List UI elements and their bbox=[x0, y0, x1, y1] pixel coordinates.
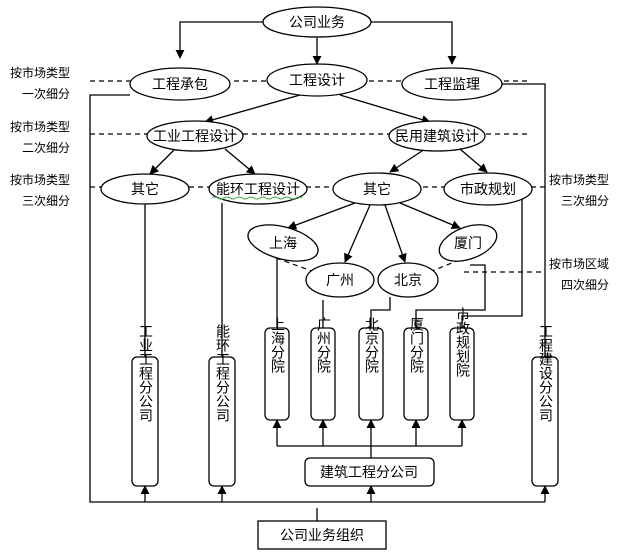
label-l3-line2: 三次细分 bbox=[22, 194, 70, 208]
node-engineering-design: 工程设计 bbox=[266, 63, 368, 97]
node-project-supervision-label: 工程监理 bbox=[424, 77, 480, 93]
node-shanghai: 上海 bbox=[247, 224, 319, 262]
label-r3-line1: 按市场类型 bbox=[549, 172, 609, 187]
box-xiamen-branch-label: 厦门分院 bbox=[408, 317, 424, 374]
label-r3-line2: 三次细分 bbox=[561, 194, 609, 208]
node-industrial-design: 工业工程设计 bbox=[146, 120, 244, 152]
box-energy-env-subsidiary: 能环工程分公司 bbox=[208, 324, 236, 487]
box-municipal-branch-label: 市政规划院 bbox=[454, 306, 470, 378]
label-l3-line1: 按市场类型 bbox=[10, 172, 70, 187]
box-shanghai-branch: 上海分院 bbox=[264, 317, 290, 421]
box-municipal-branch: 市政规划院 bbox=[449, 306, 475, 421]
box-business-org: 公司业务组织 bbox=[257, 520, 387, 550]
node-xiamen: 厦门 bbox=[438, 224, 498, 262]
node-civil-other-label: 其它 bbox=[363, 181, 391, 198]
node-company-business: 公司业务 bbox=[262, 6, 372, 38]
box-xiamen-branch: 厦门分院 bbox=[403, 317, 429, 421]
node-xiamen-label: 厦门 bbox=[454, 236, 482, 252]
label-l2-line1: 按市场类型 bbox=[10, 119, 70, 134]
box-shanghai-branch-label: 上海分院 bbox=[269, 317, 285, 374]
node-industrial-other: 其它 bbox=[100, 173, 190, 205]
node-civil-other: 其它 bbox=[332, 172, 422, 206]
side-labels-left: 按市场类型 一次细分 按市场类型 二次细分 按市场类型 三次细分 bbox=[10, 65, 70, 208]
node-project-contracting: 工程承包 bbox=[129, 67, 231, 101]
node-energy-env-design: 能环工程设计 bbox=[208, 173, 308, 205]
node-guangzhou: 广州 bbox=[305, 262, 375, 298]
label-l2-line2: 二次细分 bbox=[22, 141, 70, 155]
node-municipal-planning: 市政规划 bbox=[443, 172, 533, 206]
box-beijing-branch: 北京分院 bbox=[358, 317, 384, 421]
label-l1-line2: 一次细分 bbox=[22, 87, 70, 101]
node-beijing-label: 北京 bbox=[394, 273, 422, 289]
node-civil-design: 民用建筑设计 bbox=[388, 120, 486, 152]
node-guangzhou-label: 广州 bbox=[326, 273, 354, 289]
node-engineering-design-label: 工程设计 bbox=[289, 73, 345, 89]
label-r4-line1: 按市场区域 bbox=[549, 256, 609, 271]
box-beijing-branch-label: 北京分院 bbox=[363, 317, 379, 374]
box-construction-subsidiary: 建筑工程分公司 bbox=[304, 457, 435, 487]
node-energy-env-design-label: 能环工程设计 bbox=[216, 182, 300, 198]
box-construction-build-subsidiary-label: 工程建设分公司 bbox=[537, 324, 553, 422]
node-project-supervision: 工程监理 bbox=[401, 67, 503, 101]
node-shanghai-label: 上海 bbox=[269, 236, 297, 252]
box-construction-build-subsidiary: 工程建设分公司 bbox=[531, 324, 559, 487]
node-beijing: 北京 bbox=[377, 262, 439, 298]
side-labels-right: 按市场类型 三次细分 按市场区域 四次细分 bbox=[549, 172, 609, 292]
node-industrial-design-label: 工业工程设计 bbox=[153, 129, 237, 145]
label-r4-line2: 四次细分 bbox=[561, 278, 609, 292]
connectors bbox=[89, 21, 550, 521]
node-project-contracting-label: 工程承包 bbox=[152, 77, 208, 93]
box-business-org-label: 公司业务组织 bbox=[280, 528, 364, 544]
node-industrial-other-label: 其它 bbox=[131, 181, 159, 198]
node-civil-design-label: 民用建筑设计 bbox=[395, 129, 479, 145]
node-municipal-planning-label: 市政规划 bbox=[460, 181, 516, 198]
box-energy-env-subsidiary-label: 能环工程分公司 bbox=[214, 324, 230, 422]
label-l1-line1: 按市场类型 bbox=[10, 65, 70, 80]
box-industrial-subsidiary: 工业工程分公司 bbox=[131, 324, 159, 487]
box-guangzhou-branch-label: 广州分院 bbox=[315, 317, 331, 374]
node-company-business-label: 公司业务 bbox=[289, 15, 345, 31]
box-construction-subsidiary-label: 建筑工程分公司 bbox=[320, 465, 418, 481]
box-guangzhou-branch: 广州分院 bbox=[310, 317, 336, 421]
box-industrial-subsidiary-label: 工业工程分公司 bbox=[137, 324, 153, 422]
